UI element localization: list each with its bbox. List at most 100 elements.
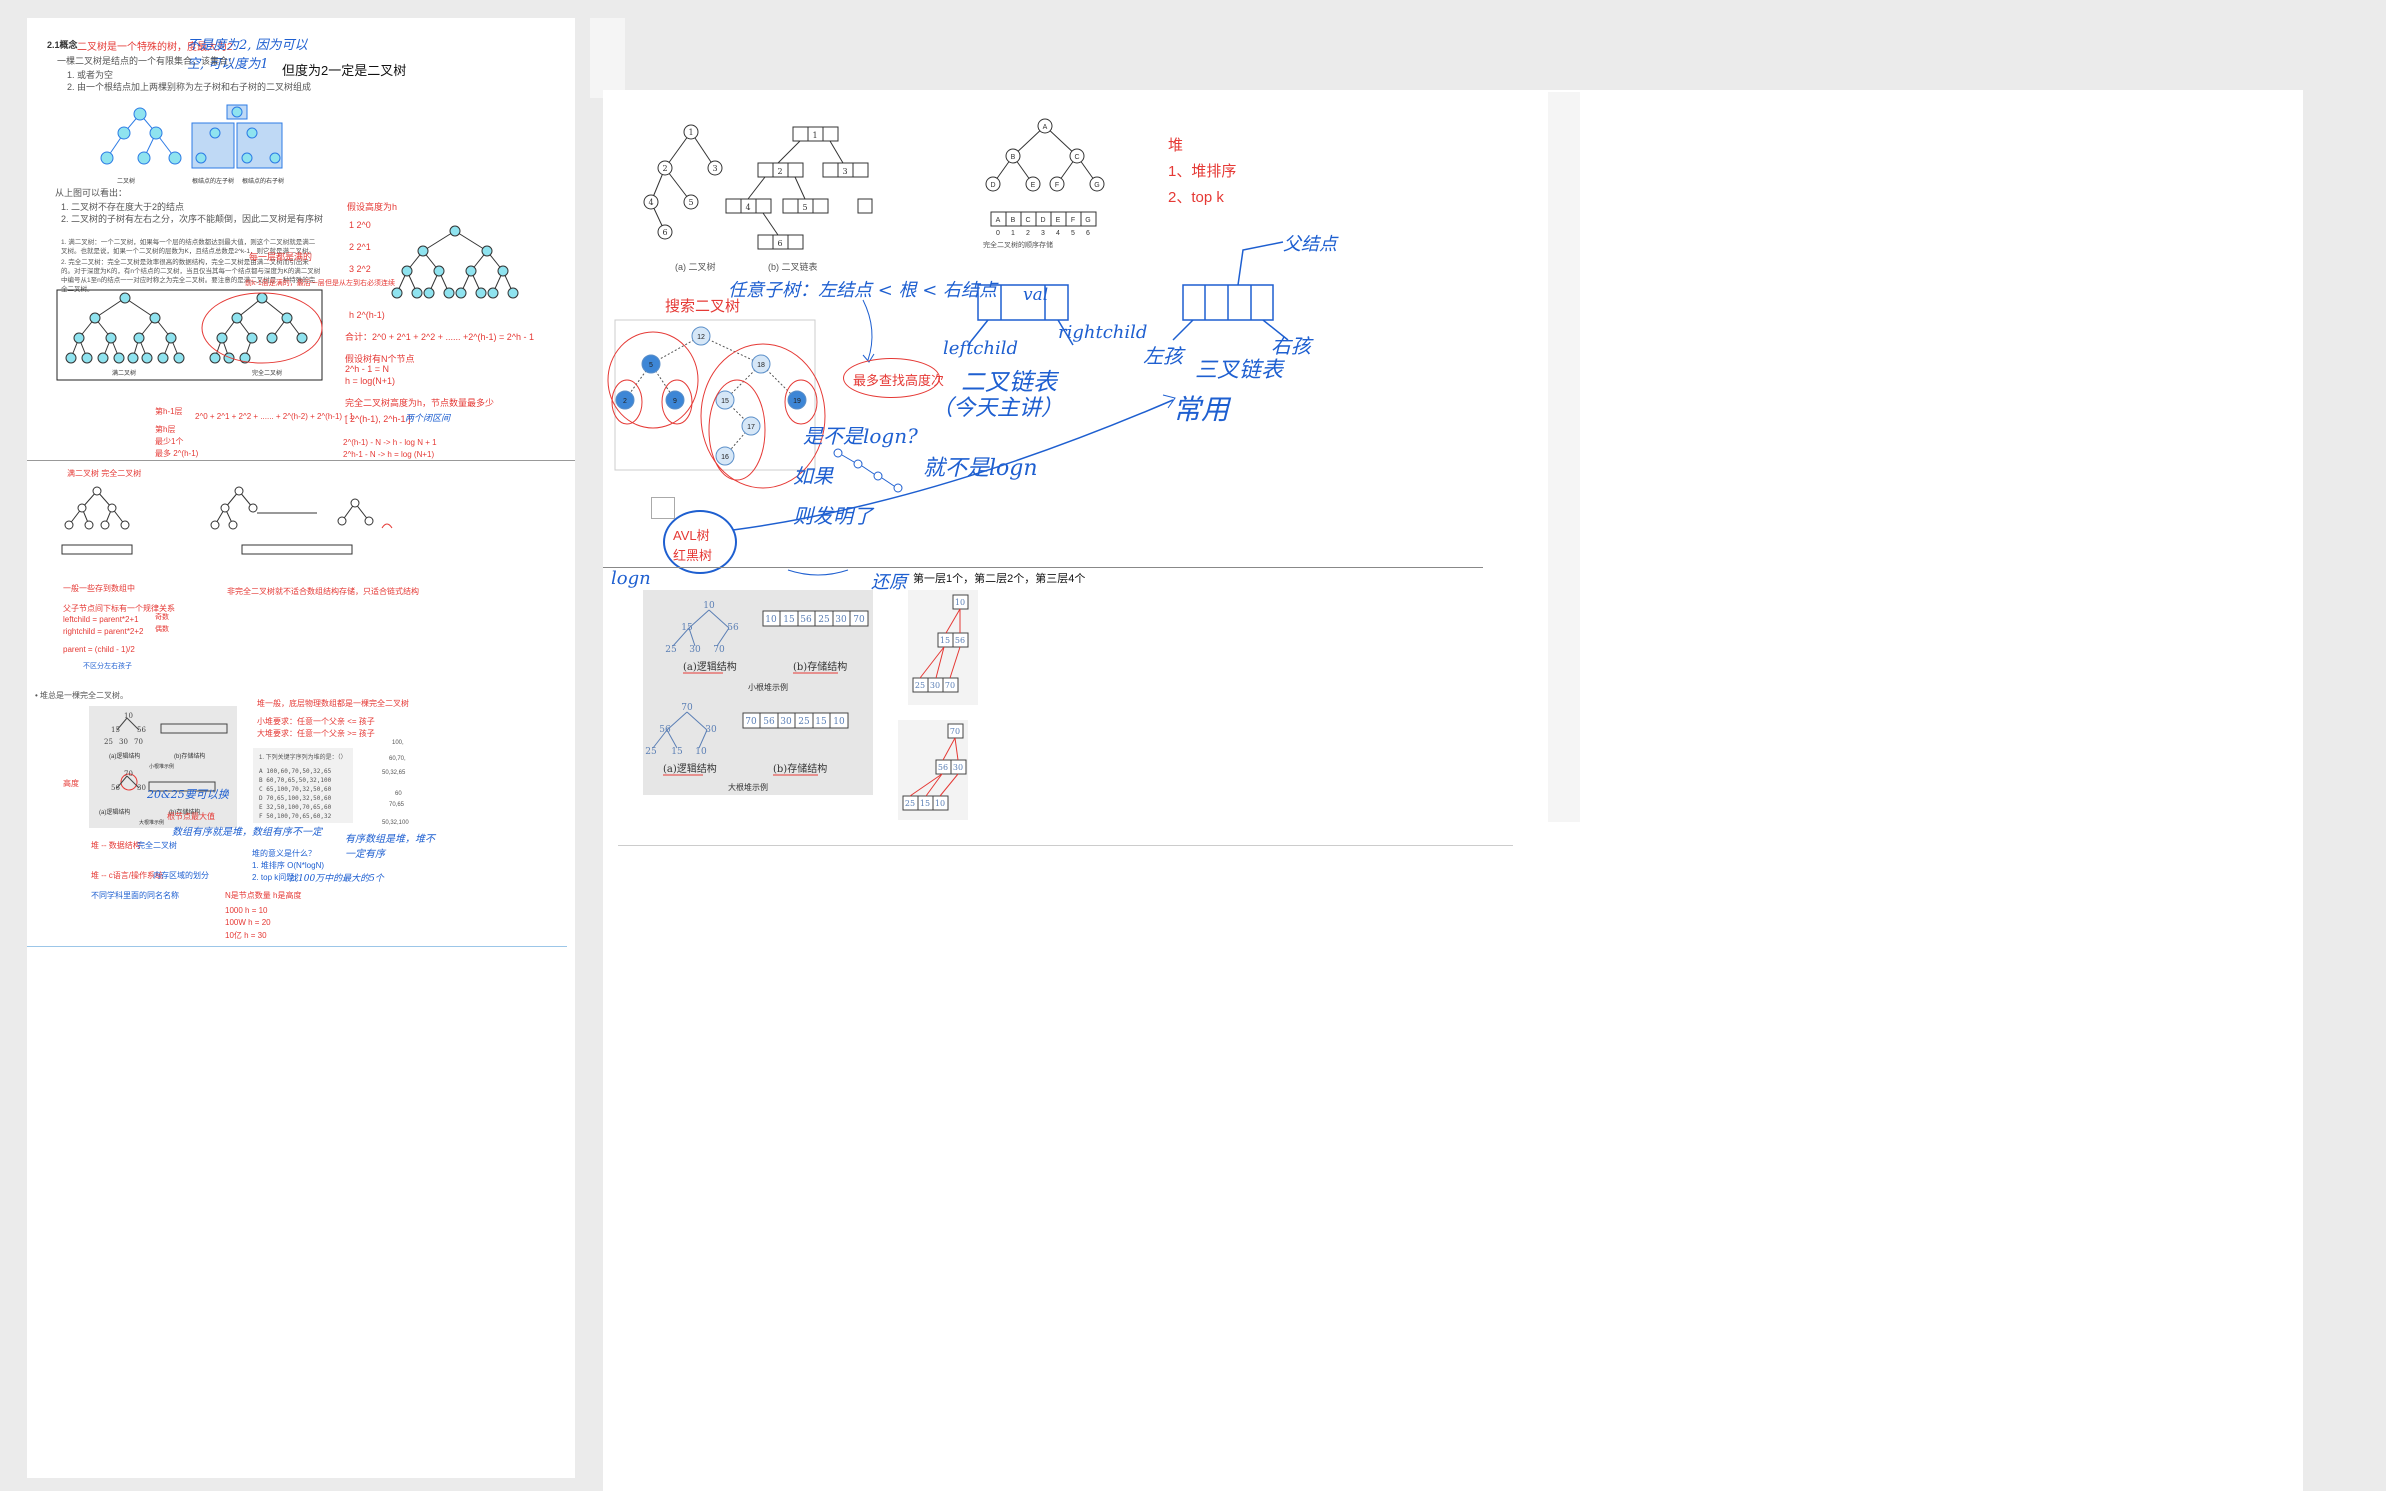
trinary-node-drawing [1172,241,1289,341]
seq-5032100: 50,32,100 [382,820,409,826]
obs-2: 2. 二叉树的子树有左右之分，次序不能颠倒，因此二叉树是有序树 [61,214,324,224]
struct-b-big: (b)存储结构 [773,762,827,775]
intro-item-2: 2. 由一个根结点加上两棵别称为左子树和右子树的二叉树组成 [67,82,312,92]
topk-note: 找100万中的最大的5个 [289,874,384,884]
tree-node-6: 6 [662,228,667,237]
invented-note: 则发明了 [793,504,873,528]
hand-ordered: 有序数组是堆，堆不一定有序 [345,834,435,860]
layer-h: 第h层 [155,425,176,434]
bst-label: 搜索二叉树 [665,298,741,315]
big-arr-4: 15 [815,717,827,727]
small-heap-node-0: 10 [703,601,715,611]
dist-big-2: 30 [953,763,963,772]
heap-levels-small: 10 15 56 25 30 70 [908,590,978,705]
big-heap-node-1: 56 [659,725,671,735]
bst-figure: 12 5 18 2 9 15 19 17 16 [607,319,826,489]
no-left-right: 不区分左右孩子 [83,663,132,670]
small-heap-node-2: 56 [727,623,739,633]
small-heap-node-1: 15 [681,623,693,633]
chain-cell-1: 1 [812,131,817,140]
right-child-label: 右孩 [1271,334,1311,358]
chain-cell-5: 5 [802,203,807,212]
log-eq-2: 2^h-1 - N -> h = log (N+1) [343,450,435,459]
seq-cell-d: D [1040,217,1045,224]
binary-tree-figure: 二叉树 根结点的左子树 根结点的右子树 [100,104,284,185]
logn-note: logn [611,568,651,589]
dist-big-5: 10 [935,799,945,808]
svg-text:15: 15 [111,726,120,734]
seq-node-f: F [1055,182,1059,189]
seq-node-d: D [990,182,995,189]
tree-node-2: 2 [662,164,667,173]
small-arr-2: 56 [800,615,812,625]
common-label: 常用 [1173,393,1230,426]
big-heap-example: 大根堆示例 [139,819,164,826]
heap-title: 堆 [1168,137,1184,154]
small-heap-node-5: 70 [713,645,725,655]
min-one: 最少1个 [155,437,184,446]
full-vs-complete-trees: 满二叉树 完全二叉树 [56,289,323,381]
heap-bullet: • 堆总是一棵完全二叉树。 [35,691,129,700]
layers-note: 第一层1个，第二层2个，第三层4个 [913,573,1086,585]
dist-small-0: 10 [955,598,965,607]
dist-big-4: 15 [920,799,930,808]
small-heap-node-4: 30 [689,645,701,655]
obs-1: 1. 二叉树不存在度大于2的结点 [61,202,185,212]
rightchild-formula: rightchild = parent*2+2 [63,627,144,636]
quiz-box: 1. 下列关键字序列为堆的是：（） A 100,60,70,50,32,65 B… [253,748,353,823]
chain-cell-3: 3 [842,167,847,176]
sum-formula: 合计：2^0 + 2^1 + 2^2 + ...... +2^(h-1) = 2… [345,332,534,342]
bst-node-19: 19 [793,398,801,405]
intro-text: 一棵二叉树是结点的一个有限集合，该集合： [57,56,238,66]
small-arr-4: 30 [835,615,847,625]
chain-cell-2: 2 [777,167,782,176]
small-heap-req: 小堆要求：任意一个父亲 <= 孩子 [257,717,375,726]
fig-c-label: 完全二叉树的顺序存储 [983,242,1053,249]
seq-60: 60 [395,791,402,797]
topk-problem: 2. top k问题 [252,873,295,882]
even-label: 偶数 [155,626,169,633]
small-arr-3: 25 [818,615,830,625]
seq-503265: 50,32,65 [382,770,406,776]
range-note: 两个闭区间 [405,414,451,424]
bst-node-9: 9 [673,398,677,405]
big-note: 但度为2一定是二叉树 [282,63,407,78]
quiz-d: D 70,65,100,32,50,60 [259,795,332,802]
big-heap-node-5: 10 [695,747,707,757]
avl-oval [663,510,737,574]
val-label: val [1023,285,1049,305]
seq-node-a: A [1043,124,1048,131]
small-example: 小根堆示例 [748,682,788,692]
diff-subject: 不同学科里面的同名名称 [91,891,179,900]
seq-idx-2: 2 [1026,230,1030,237]
svg-text:25: 25 [104,738,113,746]
bst-node-15: 15 [721,398,729,405]
heap-general: 堆一般，底层物理数组都是一棵完全二叉树 [257,699,409,708]
quiz-c: C 65,100,70,32,50,60 [259,786,332,793]
hand-sort: 数组有序就是堆，数组有序不一定 [172,827,322,838]
layer-h-1: 第h-1层 [155,407,183,416]
heap-struct-a2: (a)逻辑结构 [99,808,130,816]
binary-linked-b: 1 2 3 4 5 6 [725,126,873,250]
degenerate-chain [833,448,903,493]
svg-text:70: 70 [124,770,133,778]
hand-swap: 20&25要可以换 [147,788,229,801]
dist-small-3: 25 [915,681,925,690]
svg-text:70: 70 [134,738,143,746]
seq-idx-3: 3 [1041,230,1045,237]
heap-struct-b2: (b)存储结构 [169,808,200,816]
parent-formula: parent = (child - 1)/2 [63,645,135,654]
bst-node-5: 5 [649,362,653,369]
every-layer-full: 每一层都是满的 [249,252,313,262]
heap-item-1: 1、堆排序 [1168,163,1237,180]
big-heap-node-3: 25 [645,747,657,757]
heap-levels-big: 70 56 30 25 15 10 [898,720,968,820]
struct-a-small: (a)逻辑结构 [683,660,737,673]
leftchild-formula: leftchild = parent*2+1 [63,615,139,624]
svg-text:56: 56 [137,726,146,734]
seq-node-g: G [1094,182,1099,189]
eq-2: h = log(N+1) [345,376,396,386]
complete-tree-seq: A B C D E F G A B C D E F G 0 1 2 3 4 5 [985,118,1105,237]
assume-n: 假设树有N个节点 [345,354,415,364]
bst-property-note: 任意子树：左结点 < 根 < 右结点 [728,280,998,301]
